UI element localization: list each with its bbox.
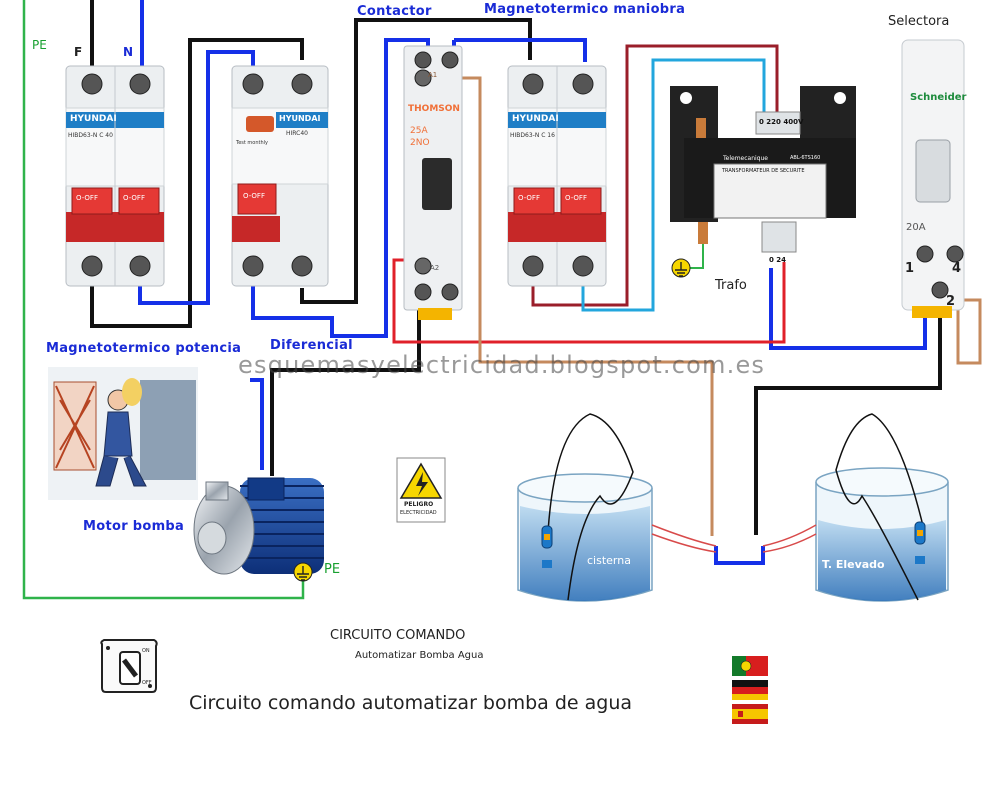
contactor-a1: A1 [428, 71, 438, 79]
rcd-off: O-OFF [243, 192, 265, 200]
mcb1-model: HIBD63-N C 40 [68, 132, 113, 139]
danger-sign [396, 457, 446, 523]
selector-t4: 4 [952, 261, 962, 276]
mcb-maniobra [507, 65, 607, 287]
selector-rating: 20A [906, 222, 926, 233]
mcb2-off-b: O-OFF [565, 194, 587, 202]
rcd-brand: HYUNDAI [279, 114, 321, 123]
wall-switch-icon [100, 639, 158, 693]
rcd-diferencial [231, 65, 329, 287]
splice-wires [651, 524, 817, 553]
selector-switch [901, 39, 965, 318]
worker-illustration [48, 367, 198, 500]
selector-t2: 2 [946, 294, 956, 309]
contactor-rating: 25A [410, 126, 428, 136]
watermark: esquemasyelectricidad.blogspot.com.es [238, 351, 766, 379]
contactor-label: Contactor [357, 4, 432, 19]
mcb2-brand: HYUNDAI [512, 114, 559, 124]
danger-text-1: PELIGRO [404, 501, 434, 508]
pe-motor-label: PE [324, 562, 341, 577]
spain-flag [732, 704, 768, 724]
brown-wires [430, 76, 982, 536]
trafo-out: 0 24 [769, 256, 787, 264]
mt-maniobra-label: Magnetotermico maniobra [484, 2, 686, 17]
contactor-a2: A2 [430, 264, 440, 272]
circuito-comando-label: CIRCUITO COMANDO [330, 628, 466, 643]
subtitle-label: Automatizar Bomba Agua [355, 650, 484, 661]
motor-pump [193, 477, 324, 582]
rcd-test: Test monthly [236, 140, 269, 146]
mt-potencia-label: Magnetotermico potencia [46, 341, 242, 356]
darkred-wire [531, 44, 779, 307]
switch-on-label: ON [142, 648, 150, 654]
n-label: N [123, 45, 134, 59]
trafo-brand: Telemecanique [723, 155, 768, 162]
danger-text-2: ELECTRICIDAD [400, 510, 437, 516]
switch-off-label: OFF [142, 680, 152, 686]
trafo-in: 0 220 400V [759, 118, 804, 126]
transformer [670, 86, 856, 278]
motor-bomba-label: Motor bomba [83, 519, 185, 534]
tank-cisterna [517, 413, 653, 602]
green-pe-wire [22, 0, 305, 600]
selector-t1: 1 [905, 261, 915, 276]
cyan-wire [581, 58, 766, 312]
portugal-flag [732, 656, 768, 676]
trafo-label: Trafo [715, 278, 747, 293]
selector-brand: Schneider [910, 92, 967, 103]
main-title: Circuito comando automatizar bomba de ag… [189, 692, 633, 714]
mcb2-model: HIBD63-N C 16 [510, 132, 555, 139]
rcd-model: HIRC40 [286, 130, 308, 137]
contactor-type: 2NO [410, 138, 430, 148]
red-wires [392, 258, 786, 344]
contactor-device [403, 45, 463, 320]
mcb1-brand: HYUNDAI [70, 114, 117, 124]
trafo-title: TRANSFORMATEUR DE SECURITE [722, 168, 805, 174]
black-wires [90, 0, 942, 535]
selectora-label: Selectora [888, 14, 950, 29]
contactor-brand: THOMSON [408, 104, 460, 114]
t-elevado-label: T. Elevado [822, 558, 885, 571]
mcb1-off-a: O-OFF [76, 194, 98, 202]
tank-elevado [815, 413, 949, 602]
f-label: F [74, 45, 83, 59]
trafo-model: ABL-6TS160 [790, 155, 821, 161]
cisterna-label: cisterna [587, 554, 631, 567]
mcb-potencia [65, 65, 165, 287]
mcb1-off-b: O-OFF [123, 194, 145, 202]
mcb2-off-a: O-OFF [518, 194, 540, 202]
diferencial-label: Diferencial [270, 338, 353, 353]
pe-label: PE [32, 38, 47, 52]
germany-flag [732, 680, 768, 700]
